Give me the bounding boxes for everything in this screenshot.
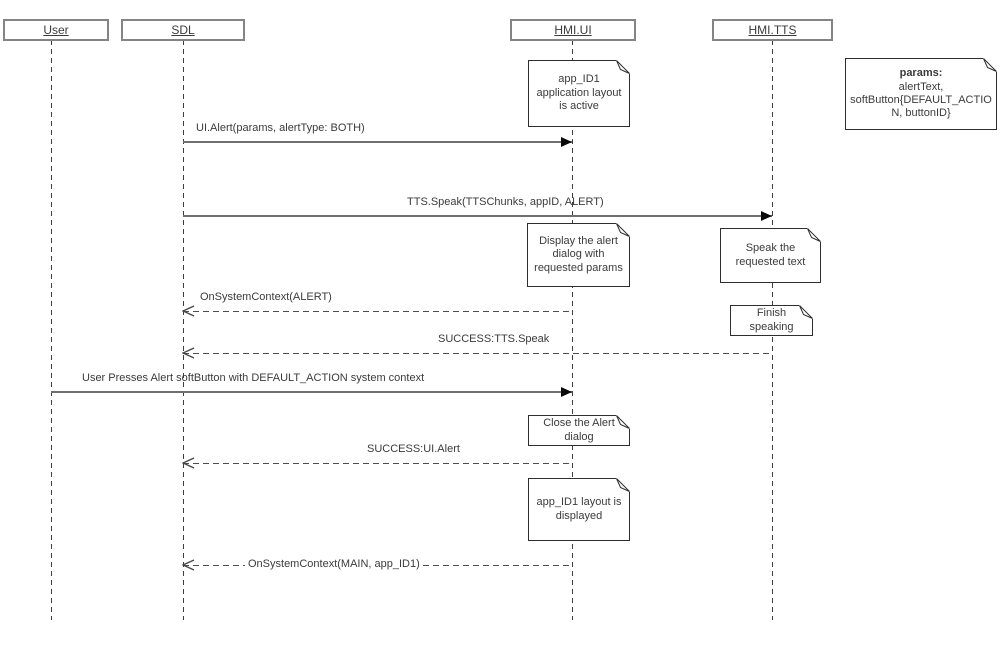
note-finish-speaking: Finish speaking (730, 305, 813, 336)
arrowhead-filled-icon (561, 137, 572, 147)
lifeline-head-sdl: SDL (121, 19, 245, 41)
note-fold-icon (616, 415, 630, 429)
message-line (183, 141, 572, 143)
message-label: User Presses Alert softButton with DEFAU… (82, 372, 425, 384)
arrowhead-filled-icon (761, 211, 772, 221)
message-line (183, 353, 772, 354)
note-speak-text: Speak the requested text (720, 228, 821, 283)
message-label: OnSystemContext(ALERT) (200, 291, 332, 303)
lifeline-sdl (183, 40, 184, 620)
note-text: app_ID1 application layout is active (536, 73, 622, 113)
arrowhead-filled-icon (561, 387, 572, 397)
note-text: app_ID1 layout is displayed (536, 496, 622, 522)
lifeline-head-user: User (3, 19, 109, 41)
message-label: TTS.Speak(TTSChunks, appID, ALERT) (407, 196, 604, 208)
note-close-alert: Close the Alert dialog (528, 415, 630, 446)
note-fold-icon (799, 305, 813, 319)
lifeline-label: HMI.TTS (748, 23, 797, 37)
note-fold-icon (807, 228, 821, 242)
arrowhead-open-icon (182, 457, 195, 469)
message-line (51, 391, 572, 393)
lifeline-label: SDL (171, 23, 195, 37)
note-text: Finish speaking (749, 307, 794, 333)
note-fold-icon (616, 223, 630, 237)
note-fold-icon (616, 60, 630, 74)
lifeline-head-hmi-ui: HMI.UI (510, 19, 636, 41)
arrowhead-open-icon (182, 347, 195, 359)
note-text: Speak the requested text (735, 242, 806, 268)
lifeline-label: User (43, 23, 69, 37)
note-text: alertText, softButton{DEFAULT_ACTION, bu… (850, 80, 992, 120)
arrowhead-open-icon (182, 559, 195, 571)
message-line (183, 463, 572, 464)
message-label: SUCCESS:UI.Alert (367, 443, 460, 455)
lifeline-user (51, 40, 52, 620)
message-label: UI.Alert(params, alertType: BOTH) (196, 122, 365, 134)
message-line (183, 311, 572, 312)
lifeline-hmi-ui (572, 40, 573, 620)
lifeline-label: HMI.UI (554, 23, 592, 37)
lifeline-head-hmi-tts: HMI.TTS (712, 19, 833, 41)
message-label: SUCCESS:TTS.Speak (438, 333, 550, 345)
note-text: Display the alert dialog with requested … (534, 234, 623, 274)
message-line (183, 215, 772, 217)
note-params: params: alertText, softButton{DEFAULT_AC… (845, 58, 997, 130)
note-app-layout-displayed: app_ID1 layout is displayed (528, 478, 630, 541)
arrowhead-open-icon (182, 305, 195, 317)
note-title: params: (899, 67, 943, 80)
note-fold-icon (616, 478, 630, 492)
note-text: Close the Alert dialog (543, 417, 615, 443)
note-display-alert: Display the alert dialog with requested … (527, 223, 630, 287)
message-label: OnSystemContext(MAIN, app_ID1) (245, 558, 423, 570)
note-app-layout-active: app_ID1 application layout is active (528, 60, 630, 127)
note-fold-icon (983, 58, 997, 72)
